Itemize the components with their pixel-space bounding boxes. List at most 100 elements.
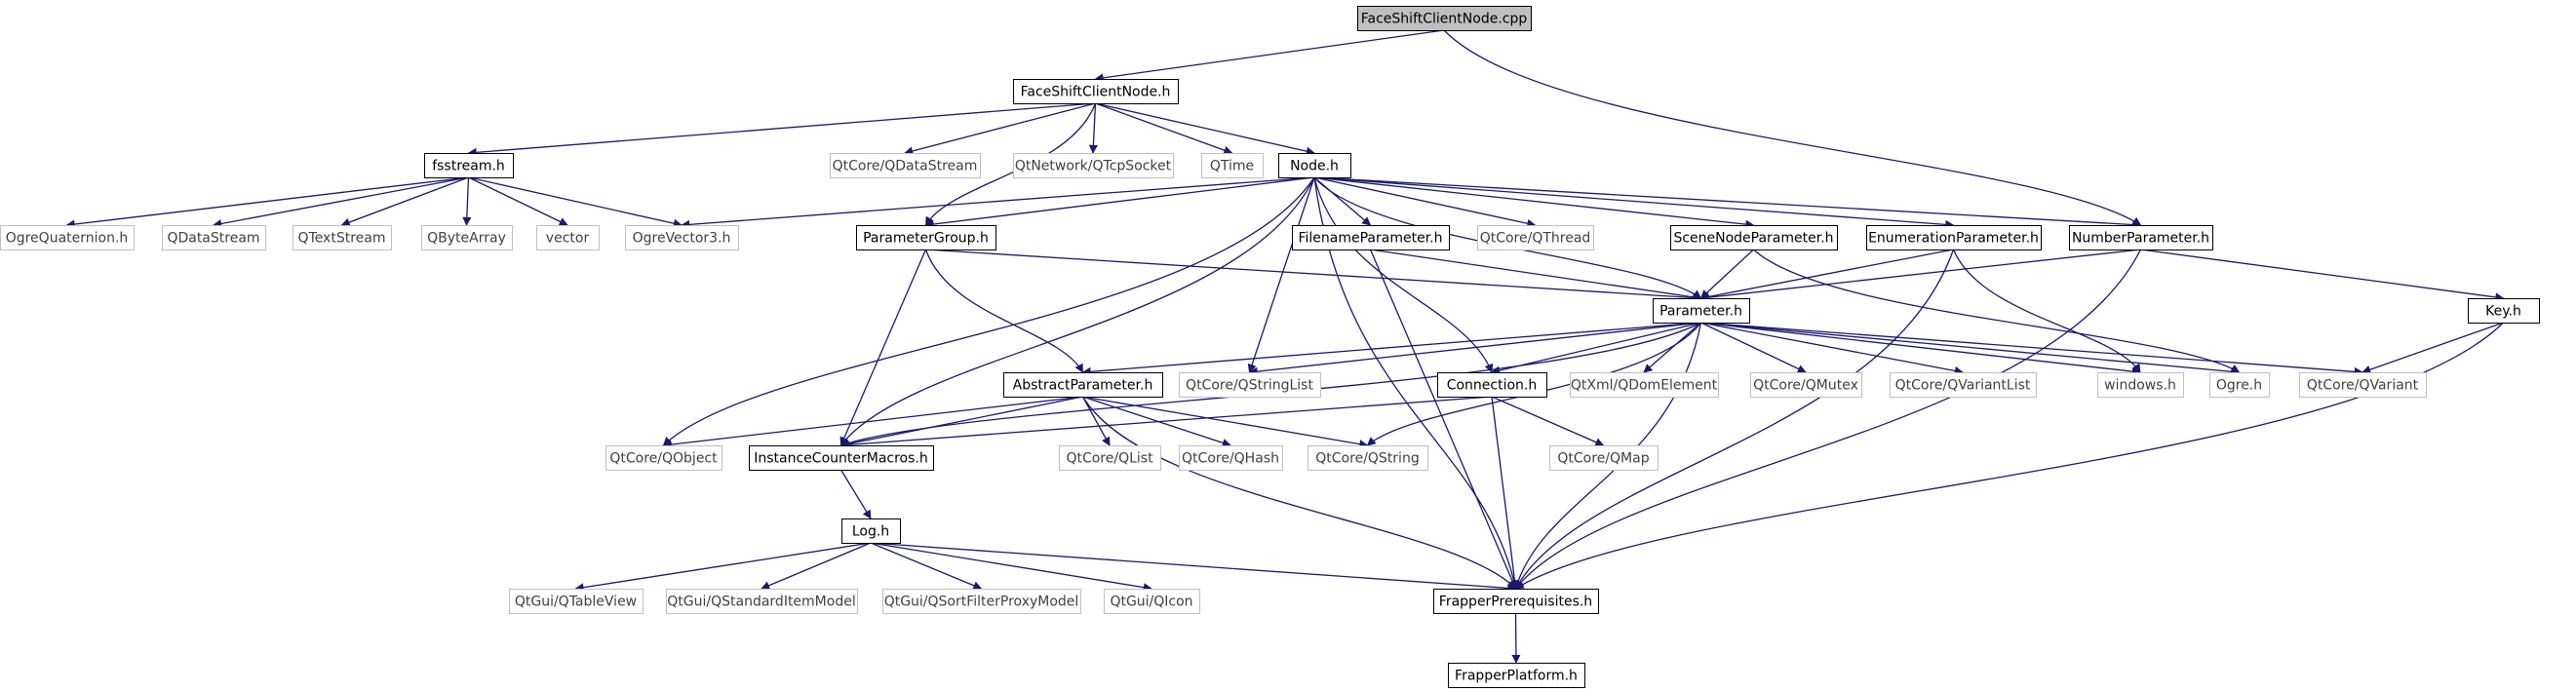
edge-fsclienth-to-qtcpsocket [1088,102,1098,154]
node-label-parameter: Parameter.h [1659,304,1742,320]
edge-parameter-to-abstractparam [1081,322,1701,376]
edge-fsclienth-to-fsstream [467,102,1096,157]
node-log[interactable]: Log.h [841,518,901,544]
edge-fsclienth-to-qtime [1095,102,1233,155]
node-box-abstractparam [1003,372,1163,398]
edge-abstractparam-to-instancecounter [839,396,1083,448]
node-connection[interactable]: Connection.h [1437,372,1547,398]
node-numberparam[interactable]: NumberParameter.h [2069,225,2213,250]
node-fsstream[interactable]: fsstream.h [424,153,514,178]
node-label-qicon: QtGui/QIcon [1110,595,1192,610]
node-qthread: QtCore/QThread [1477,225,1594,250]
node-parameter[interactable]: Parameter.h [1653,298,1750,324]
node-box-qicon [1104,589,1200,614]
node-label-qmutex: QtCore/QMutex [1753,378,1858,394]
node-box-paramgroup [856,225,996,250]
node-box-filenameparam [1292,225,1450,250]
node-paramgroup[interactable]: ParameterGroup.h [856,225,996,250]
node-box-log [841,518,901,544]
node-box-qdomelement [1570,372,1719,398]
edge-key-to-qvariant [2361,322,2504,374]
edge-node-to-numberparam [1313,176,2142,230]
node-box-node [1278,153,1351,178]
node-key[interactable]: Key.h [2468,298,2540,324]
node-box-parameter [1653,298,1750,324]
node-label-qsortfilter: QtGui/QSortFilterProxyModel [884,595,1079,610]
node-qbytearray: QByteArray [421,225,513,250]
node-abstractparam[interactable]: AbstractParameter.h [1003,372,1163,398]
node-label-log: Log.h [852,524,889,540]
node-ogrequat: OgreQuaternion.h [0,225,135,250]
node-box-ogre [2209,372,2270,398]
node-frapperplatform[interactable]: FrapperPlatform.h [1448,663,1585,688]
node-label-root: FaceShiftClientNode.cpp [1361,12,1528,27]
node-label-paramgroup: ParameterGroup.h [863,231,989,247]
node-box-qmap [1549,445,1659,471]
node-qmap: QtCore/QMap [1549,445,1659,471]
node-qlist: QtCore/QList [1059,445,1161,471]
node-box-qstditemmodel [666,589,858,614]
edge-abstractparam-to-qobject [662,396,1083,449]
edge-node-to-frapperprereq [1313,176,1519,590]
node-box-qstring [1308,445,1428,471]
node-box-root [1357,6,1532,31]
edge-abstractparam-to-frapperprereq [1081,396,1517,590]
node-ogrevector3: OgreVector3.h [625,225,739,250]
node-scenenodeparam[interactable]: SceneNodeParameter.h [1670,225,1838,250]
edge-enumparam-to-parameter [1699,249,1954,301]
edge-instancecounter-to-log [839,469,872,519]
node-label-qvariantlist: QtCore/QVariantList [1895,378,2031,394]
node-box-frapperprereq [1433,589,1599,614]
node-box-qtime [1201,153,1264,178]
edge-node-to-paramgroup [924,176,1315,229]
edge-node-to-enumparam [1313,176,1955,229]
edge-fsclienth-to-paramgroup [924,102,1097,226]
node-qhash: QtCore/QHash [1179,445,1283,471]
edge-parameter-to-qstringlist [1248,322,1701,376]
edge-enumparam-to-windows [1952,249,2141,373]
node-label-qstringlist: QtCore/QStringList [1186,378,1313,394]
node-fsclienth[interactable]: FaceShiftClientNode.h [1013,79,1179,104]
node-box-qsortfilter [882,589,1081,614]
node-box-qtableview [509,589,644,614]
edge-parameter-to-windows [1700,322,2141,376]
node-instancecounter[interactable]: InstanceCounterMacros.h [749,445,934,471]
edge-fsclienth-to-qdatastream_core [904,102,1096,156]
edge-node-to-filenameparam [1313,176,1372,226]
node-label-qdatastream: QDataStream [167,231,259,247]
edges-layer [65,29,2505,664]
node-ogre: Ogre.h [2209,372,2270,398]
edge-scenenodeparam-to-parameter [1699,249,1754,299]
node-windows: windows.h [2097,372,2184,398]
edge-filenameparam-to-frapperprereq [1369,249,1517,590]
edge-fsstream-to-ogrevector3 [468,176,683,228]
node-label-node: Node.h [1290,159,1339,174]
edge-fsstream-to-vector [468,176,568,226]
node-label-qdomelement: QtXml/QDomElement [1571,378,1718,394]
node-label-qdatastream_core: QtCore/QDataStream [833,159,978,174]
node-box-qtcpsocket [1013,153,1174,178]
node-enumparam[interactable]: EnumerationParameter.h [1866,225,2042,250]
node-root[interactable]: FaceShiftClientNode.cpp [1357,6,1532,31]
edge-fsstream-to-qdatastream [213,176,469,228]
edge-connection-to-frapperprereq [1491,396,1520,590]
edge-frapperprereq-to-frapperplatform [1511,612,1521,664]
node-qdatastream_core: QtCore/QDataStream [830,153,981,178]
node-qvariantlist: QtCore/QVariantList [1890,372,2037,398]
node-node[interactable]: Node.h [1278,153,1351,178]
edge-numberparam-to-parameter [1699,249,2141,302]
edge-log-to-qsortfilter [870,542,983,591]
node-label-qhash: QtCore/QHash [1182,451,1279,467]
node-frapperprereq[interactable]: FrapperPrerequisites.h [1433,589,1599,614]
node-label-ogre: Ogre.h [2216,378,2262,394]
node-label-qthread: QtCore/QThread [1480,231,1591,247]
node-box-qmutex [1750,372,1862,398]
edge-node-to-qstringlist [1247,176,1315,373]
node-box-frapperplatform [1448,663,1585,688]
edge-abstractparam-to-qhash [1082,396,1231,447]
edge-abstractparam-to-qlist [1081,396,1111,446]
edge-log-to-qstditemmodel [761,542,872,591]
node-box-qdatastream [162,225,266,250]
node-filenameparam[interactable]: FilenameParameter.h [1292,225,1450,250]
